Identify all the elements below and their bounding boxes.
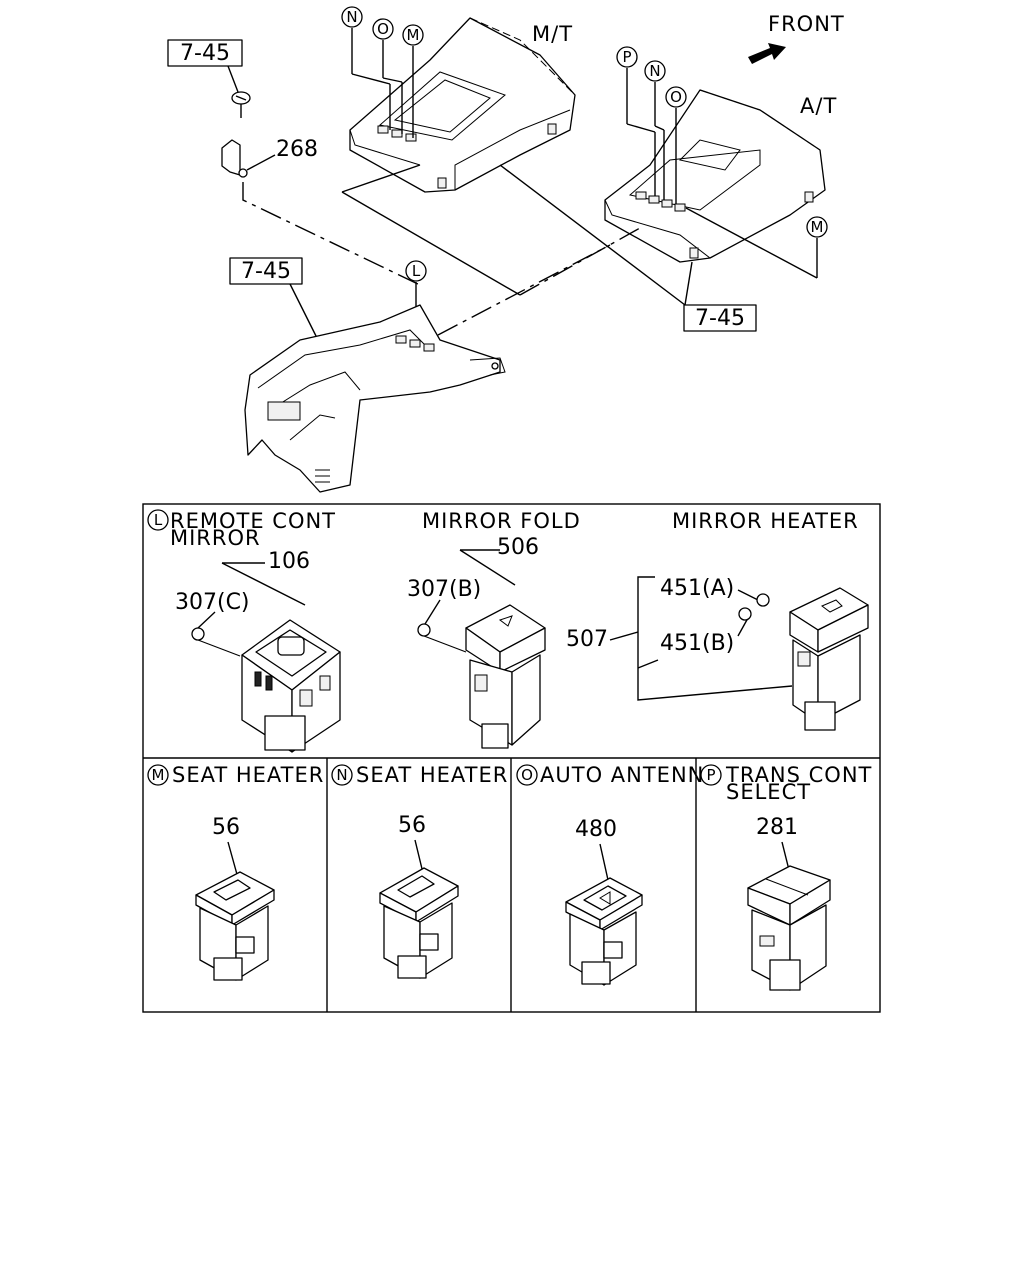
part-506: 506	[497, 535, 539, 560]
part-307b: 307(B)	[407, 577, 481, 602]
panel-l-marker: L	[154, 511, 163, 529]
part-451b: 451(B)	[660, 631, 734, 656]
marker-l-center: L	[412, 262, 421, 280]
front-label: FRONT	[768, 12, 845, 36]
mt-console	[349, 17, 576, 193]
at-console	[604, 89, 826, 263]
panel-m: M SEAT HEATER 56	[147, 763, 324, 981]
mt-markers	[341, 6, 424, 138]
trans-cont-select-switch-281	[747, 865, 831, 991]
at-label: A/T	[800, 94, 837, 118]
seat-heater-switch-n	[379, 867, 459, 979]
panel-p-title-2: SELECT	[726, 780, 811, 804]
marker-m-mt: M	[407, 26, 420, 44]
panel-m-part: 56	[212, 815, 240, 840]
marker-o-at: O	[670, 88, 682, 106]
ref-box-1-label: 7-45	[180, 41, 230, 66]
ref-box-1	[167, 39, 243, 67]
part-507: 507	[566, 627, 608, 652]
panel-l-title-2: MIRROR	[170, 526, 261, 550]
panel-n-marker: N	[336, 766, 347, 784]
mirror-heater-title: MIRROR HEATER	[672, 509, 859, 533]
panel-p-title-1: TRANS CONT	[725, 763, 872, 787]
panel-l: L REMOTE CONT MIRROR 106 307(C) MIRROR F…	[147, 509, 869, 753]
ref-box-2	[229, 257, 303, 285]
marker-n-mt: N	[346, 8, 357, 26]
ref-box-2-label: 7-45	[241, 259, 291, 284]
panel-o-title: AUTO ANTENNA	[540, 763, 720, 787]
panel-m-title: SEAT HEATER	[172, 763, 324, 787]
mirror-switch-106	[191, 619, 341, 753]
mirror-heater-switch-507	[738, 587, 869, 731]
panel-n-title: SEAT HEATER	[356, 763, 508, 787]
mirror-fold-title: MIRROR FOLD	[422, 509, 581, 533]
screw-icon	[231, 91, 251, 118]
panel-o-marker: O	[521, 766, 533, 784]
marker-p-at: P	[622, 48, 631, 66]
marker-n-at: N	[649, 62, 660, 80]
panel-p-marker: P	[706, 766, 715, 784]
front-arrow-icon	[748, 43, 786, 64]
marker-o-mt: O	[377, 20, 389, 38]
panel-p-part: 281	[756, 815, 798, 840]
panel-o: O AUTO ANTENNA 480	[516, 763, 720, 986]
panel-o-part: 480	[575, 817, 617, 842]
mirror-fold-switch-506	[417, 604, 546, 749]
lower-console	[244, 304, 506, 493]
panels-frame	[142, 503, 881, 1013]
top-assembly: FRONT M/T N	[167, 6, 845, 493]
at-markers	[616, 46, 828, 279]
panel-n: N SEAT HEATER 56	[331, 763, 508, 979]
bracket-268	[221, 139, 248, 178]
panel-l-title-1: REMOTE CONT	[170, 509, 336, 533]
panel-p: P TRANS CONT SELECT 281	[700, 763, 872, 991]
part-106: 106	[268, 549, 310, 574]
ref-box-3	[683, 304, 757, 332]
part-268: 268	[276, 137, 318, 162]
part-451a: 451(A)	[660, 576, 734, 601]
marker-m-at: M	[811, 218, 824, 236]
panel-m-marker: M	[152, 766, 165, 784]
part-307c: 307(C)	[175, 590, 250, 615]
seat-heater-switch-m	[195, 871, 275, 981]
panel-n-part: 56	[398, 813, 426, 838]
mt-label: M/T	[532, 22, 573, 46]
auto-antenna-switch-480	[565, 877, 643, 986]
ref-box-3-label: 7-45	[695, 306, 745, 331]
